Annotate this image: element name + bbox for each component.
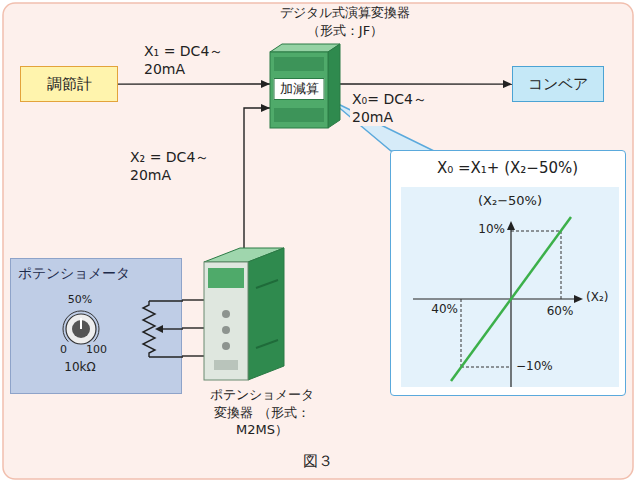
signal-label: X₂ = DC4～20mA (128, 148, 232, 184)
device-front (270, 52, 328, 128)
device-side (248, 248, 284, 380)
callout-wedge (330, 100, 434, 151)
node-title: X₀ =X₁+ (X₂−50%) (391, 158, 624, 178)
dial-body (66, 314, 96, 344)
side-groove (256, 280, 278, 288)
dial-pointer (80, 318, 82, 329)
signal-line (182, 299, 204, 300)
signal-line (244, 108, 270, 248)
device-front (204, 262, 248, 380)
node-title: 調節計 (41, 74, 97, 94)
characteristic-line (451, 217, 571, 381)
x-axis (413, 298, 577, 299)
wiper-arrow (155, 325, 163, 333)
figure-caption: 図３ (303, 452, 333, 472)
signal-label: X₀= DC4～20mA (350, 90, 450, 126)
terminal-screw (222, 326, 230, 334)
controller-box: 調節計 (20, 66, 118, 102)
device-slot (274, 108, 324, 122)
node-title: デジタル式演算変換器 （形式：JF） (262, 4, 428, 39)
wire (149, 356, 183, 357)
front-band (208, 268, 244, 288)
resistor-symbol (143, 301, 155, 357)
device-slot (274, 57, 324, 71)
potentiometer-converter: ポテンショメータ 変換器 （形式：M2MS） (200, 248, 324, 448)
line-shape (511, 231, 561, 232)
wire (149, 300, 183, 301)
signal-label: X₁ = DC4～20mA (142, 42, 242, 78)
graph-ground (401, 187, 619, 387)
formula-panel-illustration (391, 151, 627, 397)
signal-line (340, 83, 512, 85)
node-title: コンベア (527, 74, 589, 94)
line-shape (461, 367, 511, 368)
front-window (214, 360, 238, 370)
terminal-screw (222, 310, 230, 318)
signal-line (182, 355, 204, 356)
formula-panel: X₀ =X₁+ (X₂−50%) (390, 150, 626, 396)
terminal-screw (222, 342, 230, 350)
axis-arrow (507, 221, 515, 230)
node-title: ポテンショメータ 変換器 （形式：M2MS） (200, 386, 324, 439)
y-axis (510, 227, 511, 387)
axis-arrow (574, 295, 583, 303)
node-text: 加減算 (274, 78, 325, 100)
panel-ground (3, 3, 633, 479)
line-shape (461, 299, 462, 367)
dial-scale (63, 311, 99, 342)
wiper-wire (161, 328, 183, 329)
device-side (328, 44, 340, 128)
conveyor-box: コンベア (512, 66, 604, 102)
signal-line (182, 327, 204, 328)
side-groove (256, 340, 278, 348)
node-title: ポテンショメータ (18, 264, 130, 283)
line-shape (561, 231, 562, 299)
arithmetic-converter: デジタル式演算変換器 （形式：JF） 加減算 (262, 4, 428, 128)
potentiometer-panel: ポテンショメータ (10, 258, 182, 394)
signal-line (118, 83, 270, 85)
